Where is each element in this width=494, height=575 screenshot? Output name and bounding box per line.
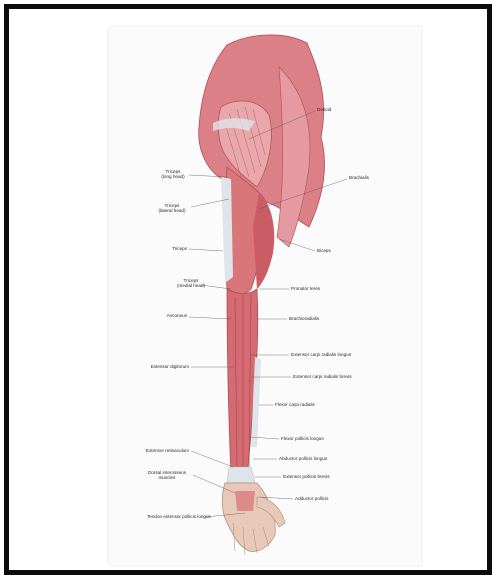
label-extensor-pollicis-brevis: Extensor pollicis brevis (283, 474, 330, 479)
triceps-tendon-strip (221, 177, 233, 283)
forearm (227, 289, 258, 478)
label-flexor-carpi-radialis: Flexor carpi radialis (275, 402, 315, 407)
label-deltoid: Deltoid (317, 107, 331, 112)
label-triceps-medial-head: Triceps (medial head) (171, 278, 211, 288)
arm-muscle-illustration (109, 27, 421, 565)
label-extensor-retinaculum: Extensor retinaculum (121, 448, 189, 453)
label-tendon-extensor-pollicis-longus: Tendon extensor pollicis longus (147, 514, 211, 519)
label-brachioradialis: Brachioradialis (289, 316, 319, 321)
label-extensor-carpi-radialis-brevis: Extensor carpi radialis brevis (293, 374, 352, 379)
label-extensor-carpi-radialis-longus: Extensor carpi radialis longus (291, 352, 351, 357)
image-frame: Deltoid Triceps (long head) Brachialis T… (4, 4, 492, 575)
label-triceps-lateral-head: Triceps (lateral head) (151, 203, 193, 213)
label-triceps: Triceps (149, 246, 187, 251)
label-flexor-pollicis-longus: Flexor pollicis longus (281, 436, 324, 441)
label-abductor-pollicis-longus: Abductor pollicis longus (279, 456, 327, 461)
anatomy-plate: Deltoid Triceps (long head) Brachialis T… (109, 27, 421, 565)
label-pronator-teres: Pronator teres (291, 286, 320, 291)
label-extensor-digitorum: Extensor digitorum (129, 364, 189, 369)
wrist-retinaculum (227, 467, 255, 483)
label-triceps-long-head: Triceps (long head) (153, 169, 193, 179)
label-dorsal-interosseus-muscles: Dorsal interosseus muscles (139, 470, 195, 480)
interossei (235, 491, 255, 511)
label-brachialis: Brachialis (349, 175, 369, 180)
label-adductor-pollicis: Adductor pollicis (295, 496, 328, 501)
label-anconeus: Anconeus (143, 313, 187, 318)
label-biceps: Biceps (317, 248, 331, 253)
